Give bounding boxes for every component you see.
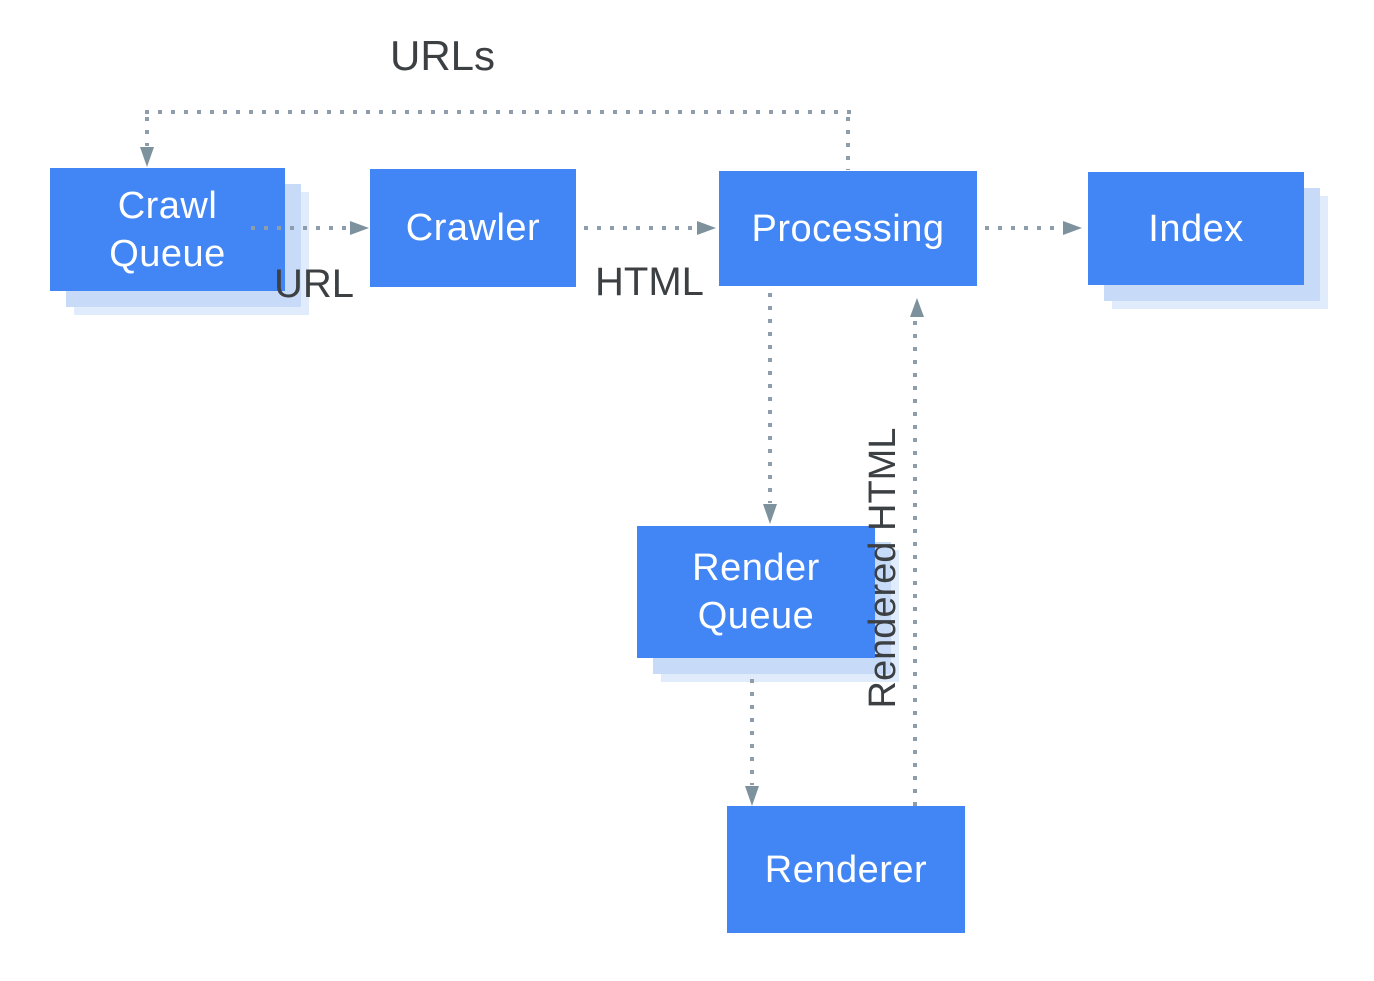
- node-renderer: Renderer: [727, 806, 965, 933]
- edge-urls-loop-right-segment: [846, 117, 850, 170]
- node-index: Index: [1088, 172, 1304, 285]
- arrowhead-right-into-index-icon: [1063, 221, 1082, 235]
- arrowhead-down-into-crawl-queue-icon: [140, 147, 154, 167]
- edge-label-html: HTML: [595, 260, 704, 304]
- node-crawler: Crawler: [370, 169, 576, 287]
- arrowhead-up-into-processing-icon: [910, 298, 924, 317]
- edge-processing-to-index: [985, 226, 1062, 230]
- arrowhead-down-into-renderer-icon: [745, 786, 759, 806]
- node-crawl-queue: Crawl Queue: [50, 168, 285, 291]
- node-render-queue: Render Queue: [637, 526, 875, 658]
- edge-crawler-to-processing: [584, 226, 696, 230]
- edge-label-urls: URLs: [390, 32, 496, 79]
- edge-urls-loop-left-segment: [145, 117, 149, 146]
- edge-label-url: URL: [274, 262, 355, 306]
- edge-crawlqueue-to-crawler: [251, 226, 350, 230]
- arrowhead-right-into-crawler-icon: [350, 221, 369, 235]
- edge-urls-loop-horizontal: [145, 110, 851, 114]
- node-processing: Processing: [719, 171, 977, 286]
- edge-renderer-to-processing: [913, 321, 917, 806]
- arrowhead-right-into-processing-icon: [697, 221, 716, 235]
- edge-renderqueue-to-renderer: [750, 679, 754, 785]
- edge-processing-to-renderqueue: [768, 293, 772, 503]
- edge-label-rendered-html: Rendered HTML: [862, 427, 904, 709]
- arrowhead-down-into-renderqueue-icon: [763, 504, 777, 524]
